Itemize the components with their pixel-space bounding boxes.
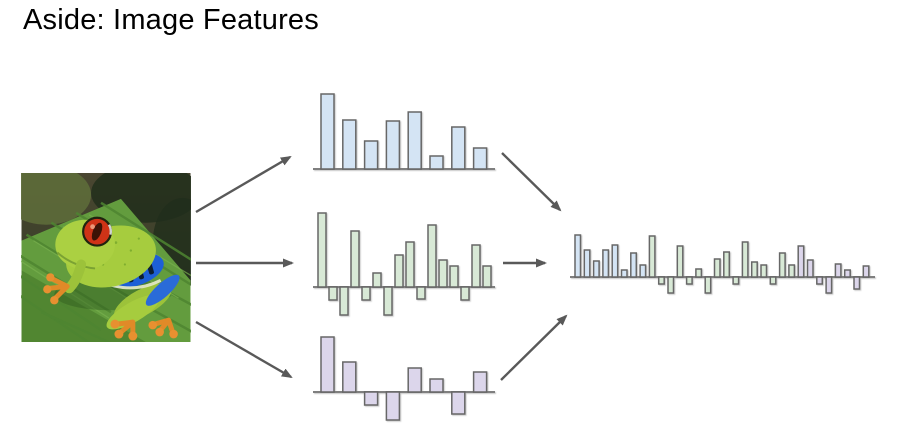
histogram-bar [472, 147, 488, 170]
histogram-bar [394, 254, 404, 288]
histogram-bar [471, 244, 481, 288]
histogram-bar [750, 261, 758, 278]
histogram-bar [592, 260, 600, 278]
histogram-bar [797, 245, 805, 278]
frog-eye [82, 216, 113, 247]
histogram-bar [834, 263, 842, 278]
histogram-bar [639, 264, 647, 278]
histogram-bar [361, 286, 371, 301]
histogram-bar [630, 252, 638, 278]
feature-histogram-purple [313, 336, 495, 421]
feature-histogram-blue [313, 93, 495, 170]
histogram-bar [416, 286, 426, 300]
histogram-bar [339, 286, 349, 316]
histogram-bar [778, 252, 786, 278]
histogram-bar [342, 361, 357, 393]
arrow-frog-to-purple-histogram [195, 320, 293, 379]
histogram-bar [816, 276, 824, 285]
frog-image [21, 173, 191, 342]
histogram-bar [350, 230, 360, 288]
histogram-bar [583, 249, 591, 278]
histogram-bar [429, 378, 444, 393]
histogram-bar [574, 234, 582, 278]
histogram-bar [320, 336, 335, 393]
histogram-bar [472, 371, 488, 393]
histogram-bar [363, 391, 379, 406]
histogram-bar [667, 276, 675, 294]
histogram-bar [723, 251, 731, 278]
histogram-bar [732, 276, 740, 285]
histogram-bar [788, 264, 796, 278]
histogram-bar [602, 249, 610, 278]
histogram-bar [407, 367, 422, 393]
histogram-bar [648, 235, 656, 278]
histogram-bar [685, 276, 693, 285]
histogram-bar [769, 276, 777, 285]
histogram-bar [741, 241, 749, 278]
histogram-bar [825, 276, 833, 294]
histogram-bar [407, 111, 422, 170]
histogram-bar [342, 119, 357, 170]
histogram-bar [405, 241, 415, 288]
histogram-bar [704, 276, 712, 294]
histogram-bar [383, 286, 393, 316]
arrow-purple-histogram-to-vector [500, 314, 568, 381]
arrow-blue-histogram-to-vector [501, 152, 562, 212]
histogram-bar [328, 286, 338, 301]
histogram-bar [451, 391, 466, 415]
histogram-bar [427, 224, 437, 288]
histogram-bar [760, 264, 768, 278]
histogram-bar [482, 265, 492, 288]
frog-front-foot [43, 273, 70, 305]
histogram-bar [385, 120, 401, 170]
histogram-bar [713, 258, 721, 278]
histogram-bar [363, 140, 379, 170]
concatenated-feature-vector [570, 234, 875, 294]
histogram-bar [429, 155, 444, 170]
frog-figure [43, 216, 180, 341]
histogram-bar [611, 244, 619, 278]
histogram-bar [451, 126, 466, 170]
histogram-bar [385, 391, 401, 421]
histogram-bar [320, 93, 335, 170]
histogram-bar [460, 286, 470, 301]
histogram-bar [438, 259, 448, 288]
histogram-bar [372, 272, 382, 288]
histogram-bar [695, 268, 703, 278]
histogram-bar [449, 265, 459, 288]
histogram-bar [853, 276, 861, 290]
histogram-bar [862, 265, 870, 278]
histogram-bar [620, 269, 628, 278]
slide-title: Aside: Image Features [23, 4, 319, 36]
feature-histogram-green [313, 212, 495, 316]
histogram-bar [806, 259, 814, 278]
frog-hind-feet [110, 317, 178, 341]
histogram-bar [676, 245, 684, 278]
histogram-bar [843, 269, 851, 278]
arrow-frog-to-blue-histogram [195, 155, 292, 214]
histogram-bar [657, 276, 665, 285]
histogram-bar [317, 212, 327, 288]
